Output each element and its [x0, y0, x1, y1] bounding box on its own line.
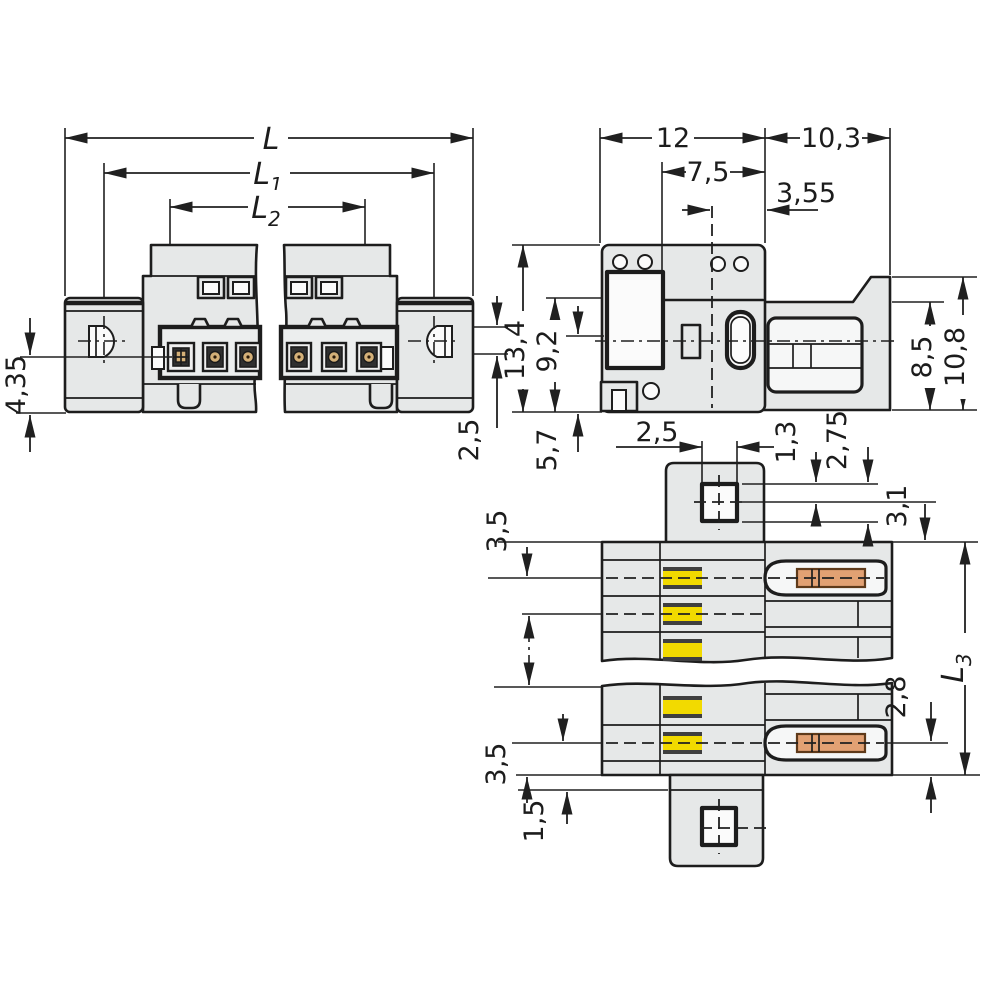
dim-3-1-label: 3,1 [882, 485, 913, 528]
dim-total-height-13-4: 13,4 [500, 244, 602, 413]
flange-plate-hole [710, 256, 726, 272]
dim-hole-spacing: L1 [104, 156, 434, 197]
dim-lower-height-5-7: 5,7 [532, 306, 604, 471]
dim-13-4-label: 13,4 [500, 320, 531, 380]
dim-10-3-label: 10,3 [801, 123, 861, 154]
contact-module [320, 341, 348, 373]
pcb-peg-right [368, 384, 394, 410]
dim-10-8-label: 10,8 [940, 327, 971, 387]
foot-hole [642, 382, 660, 400]
dim-12-label: 12 [656, 123, 690, 154]
pin-reference-lines [742, 483, 936, 523]
dim-front-band: 2,5 [454, 296, 508, 461]
contact-module [201, 341, 229, 373]
dim-shroud-depth-10-3: 10,3 [765, 123, 890, 154]
dim-top-edge-to-pole-3-5: 3,5 [482, 510, 602, 579]
dim-bottom-3-5-label: 3,5 [481, 743, 512, 786]
dim-bottom-2-5-label: 2,5 [636, 417, 679, 448]
dim-7-5-label: 7,5 [687, 157, 730, 188]
keying-slots [196, 275, 344, 300]
contact-module-special [166, 341, 196, 373]
recess-window [604, 269, 666, 371]
dim-top-3-5-label: 3,5 [482, 510, 513, 553]
dim-foot-1-5: 1,5 [518, 789, 668, 843]
dim-front-2-5-label: 2,5 [454, 419, 485, 462]
dim-1-5-label: 1,5 [519, 800, 550, 843]
dim-center-offset-3-55: 3,55 [682, 178, 836, 216]
pcb-peg-left [176, 384, 202, 410]
contact-module [285, 341, 313, 373]
dim-bottom-edge-to-pole-3-5: 3,5 [481, 714, 602, 803]
shroud-pocket [766, 316, 864, 394]
dim-center-to-bottom: 4,35 [1, 318, 172, 452]
din-foot [599, 380, 639, 413]
dim-2-8-label: 2,8 [881, 676, 912, 719]
dim-mid-height-9-2: 9,2 [532, 297, 602, 412]
dim-1-3-label: 1,3 [771, 421, 802, 464]
side-view-extension-lines [599, 128, 891, 275]
mounting-flange-right [395, 296, 475, 414]
dim-overall-length: L [65, 120, 473, 157]
flange-plate-hole [612, 254, 628, 270]
oval-slot [724, 309, 757, 371]
flange-plate-hole [637, 254, 653, 270]
bottom-view: 2,5 1,3 2,75 3,1 3,5 [481, 410, 980, 868]
dim-inner-spacing: L2 [170, 190, 365, 231]
dim-first-pole-3-1: 3,1 [882, 485, 931, 540]
mounting-flange-left [63, 296, 145, 414]
dim-4-35-label: 4,35 [1, 355, 32, 415]
dim-depth-12: 12 [600, 123, 765, 154]
dim-L3-label: L3 [936, 653, 976, 682]
flange-plate-hole [733, 256, 749, 272]
dim-L-label: L [263, 122, 280, 157]
dim-L2-label: L2 [251, 191, 280, 231]
dim-3-55-label: 3,55 [776, 178, 836, 209]
internal-panel-lines [602, 542, 892, 775]
dim-2-75-label: 2,75 [822, 410, 853, 470]
dim-8-5-label: 8,5 [907, 336, 938, 379]
dim-last-pole-2-8: 2,8 [881, 676, 948, 813]
dim-shroud-total-10-8: 10,8 [892, 276, 977, 410]
dim-pin-depth-2-75: 2,75 [822, 410, 874, 547]
dim-pin-top-1-3: 1,3 [771, 421, 822, 527]
contact-module [355, 341, 383, 373]
dim-9-2-label: 9,2 [532, 330, 563, 373]
dim-pin-width-2-5: 2,5 [616, 417, 774, 482]
side-view: 12 10,3 7,5 3,55 13,4 9 [500, 123, 977, 471]
contact-module [234, 341, 262, 373]
front-view: L L1 L2 [1, 120, 508, 461]
dim-5-7-label: 5,7 [532, 429, 563, 472]
pitch-indicator [494, 613, 602, 688]
dim-inner-depth-7-5: 7,5 [662, 157, 765, 188]
dim-length-L3: L3 [892, 541, 980, 776]
